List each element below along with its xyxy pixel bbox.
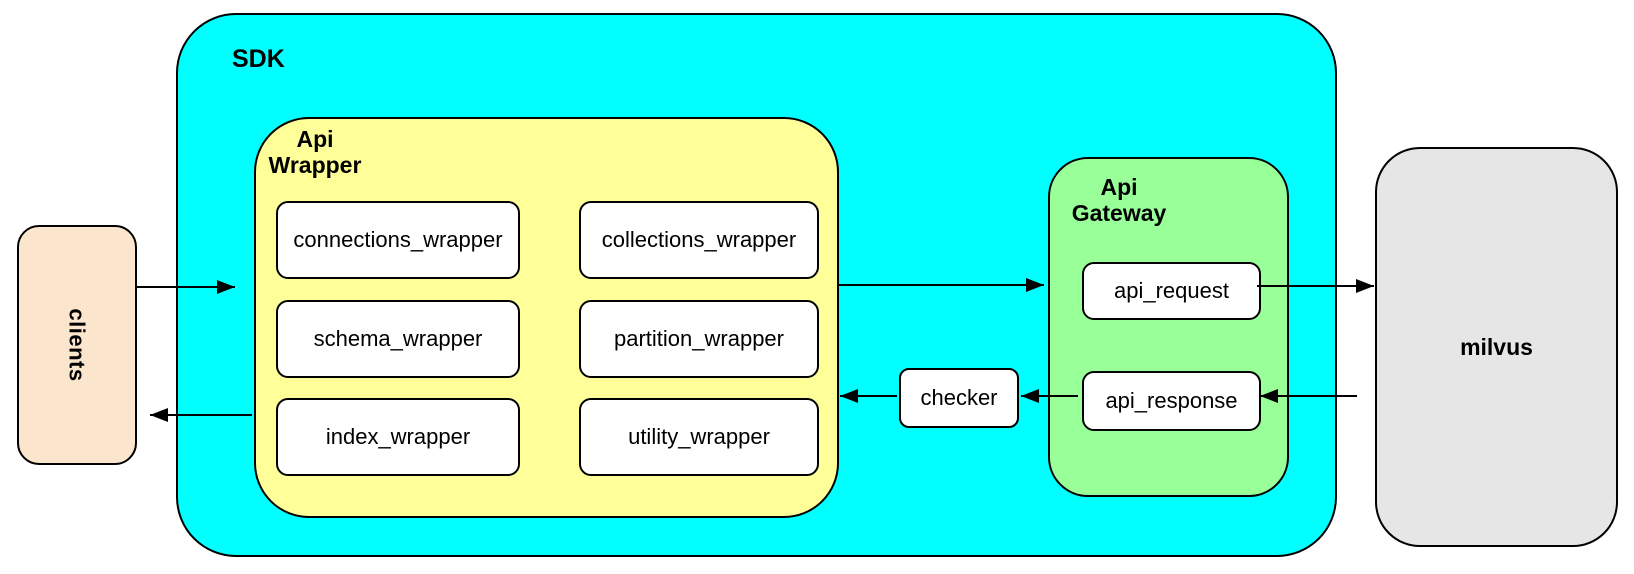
connections-wrapper-label: connections_wrapper [293,227,503,252]
api-gateway-label: Api Gateway [1071,174,1167,226]
sdk-container: SDK Api Wrapper connections_wrapper coll… [176,13,1337,557]
partition-wrapper-label: partition_wrapper [614,326,784,351]
api-wrapper-container: Api Wrapper connections_wrapper collecti… [254,117,839,518]
utility-wrapper-label: utility_wrapper [628,424,770,449]
milvus-node: milvus [1375,147,1618,547]
sdk-label: SDK [232,45,285,73]
api-wrapper-label: Api Wrapper [268,126,362,178]
collections-wrapper-node: collections_wrapper [579,201,819,279]
collections-wrapper-label: collections_wrapper [601,227,797,252]
milvus-label: milvus [1460,333,1533,360]
api-request-label: api_request [1114,278,1229,303]
index-wrapper-label: index_wrapper [325,424,471,449]
checker-label: checker [920,385,998,410]
api-response-node: api_response [1082,371,1261,431]
utility-wrapper-node: utility_wrapper [579,398,819,476]
api-gateway-container: Api Gateway api_request api_response [1048,157,1289,497]
index-wrapper-node: index_wrapper [276,398,520,476]
checker-node: checker [899,368,1019,428]
schema-wrapper-node: schema_wrapper [276,300,520,378]
api-request-node: api_request [1082,262,1261,320]
schema-wrapper-label: schema_wrapper [313,326,483,351]
partition-wrapper-node: partition_wrapper [579,300,819,378]
connections-wrapper-node: connections_wrapper [276,201,520,279]
api-response-label: api_response [1105,388,1238,413]
clients-label: clients [64,308,90,382]
clients-node: clients [17,225,137,465]
